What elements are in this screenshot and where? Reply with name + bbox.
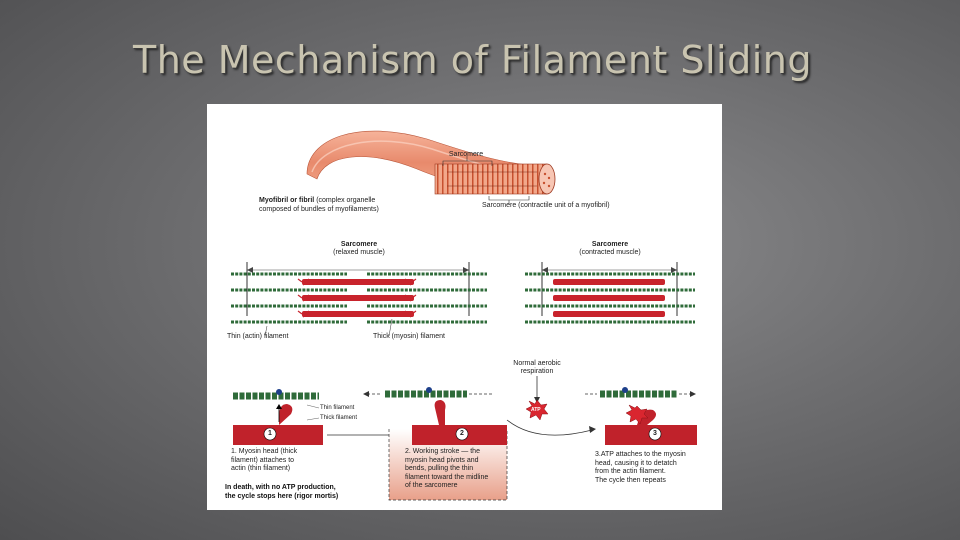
- rigor-mortis-note: In death, with no ATP production, the cy…: [225, 484, 338, 501]
- normal-aerobic-label-1: Normal aerobic: [513, 360, 561, 367]
- contracted-sarcomere: [525, 262, 695, 324]
- thin-filament-callout: Thin filament: [320, 405, 355, 411]
- thin-filament-label: Thin (actin) filament: [227, 333, 289, 340]
- sarcomere-caption: Sarcomere (contractile unit of a myofibr…: [482, 202, 610, 209]
- contracted-sub: (contracted muscle): [579, 249, 641, 256]
- slide-title: The Mechanism of Filament Sliding: [133, 38, 812, 82]
- relaxed-title: Sarcomere: [340, 241, 378, 248]
- thick-filament-label: Thick (myosin) filament: [373, 333, 445, 340]
- myofibril-label-rest-2: composed of bundles of myofilaments): [259, 205, 379, 213]
- relaxed-sarcomere: [231, 262, 487, 337]
- relaxed-sub: (relaxed muscle): [333, 249, 385, 256]
- step1-line: 1. Myosin head (thick: [231, 448, 298, 455]
- step3-line: 3.ATP attaches to the myosin: [595, 451, 686, 458]
- step1-line: filament) attaches to: [231, 456, 295, 464]
- step2-line: myosin head pivots and: [405, 456, 479, 464]
- step2-line: filament toward the midline: [405, 473, 489, 481]
- step3-number: 3: [653, 430, 657, 437]
- step1-line: actin (thin filament): [231, 465, 291, 472]
- step2-number: 2: [460, 430, 464, 437]
- rigor-mortis-line: In death, with no ATP production,: [225, 484, 336, 491]
- normal-aerobic-label-2: respiration: [520, 368, 554, 375]
- step2-line: of the sarcomere: [405, 482, 458, 489]
- cross-bridge-cycle: [233, 376, 697, 501]
- rigor-mortis-line: the cycle stops here (rigor mortis): [225, 492, 339, 500]
- atp-burst-label: ATP: [531, 407, 541, 413]
- step2-text: 2. Working stroke — the myosin head pivo…: [405, 448, 488, 491]
- thick-filament-callout: Thick filament: [320, 415, 358, 421]
- myofibril-label: Myofibril or fibril (complex organelle c…: [259, 197, 379, 214]
- step2-line: bends, pulling the thin: [405, 465, 474, 472]
- myofibril-label-rest-1: (complex organelle: [316, 197, 376, 204]
- step3-line: from the actin filament.: [595, 468, 666, 475]
- figure-artwork: [231, 130, 697, 501]
- step1-text: 1. Myosin head (thick filament) attaches…: [231, 448, 297, 474]
- step3-line: The cycle then repeats: [595, 476, 666, 484]
- step2-line: 2. Working stroke — the: [405, 448, 480, 455]
- step1-number: 1: [268, 430, 272, 437]
- contracted-title: Sarcomere: [591, 241, 629, 248]
- myofibril-illustration: [306, 130, 556, 204]
- filament-sliding-figure: Sarcomere Myofibril or fibril (complex o…: [207, 104, 722, 510]
- myofibril-label-bold: Myofibril or fibril: [259, 197, 315, 204]
- sarcomere-label: Sarcomere: [448, 151, 484, 158]
- step3-line: head, causing it to detatch: [595, 459, 677, 467]
- step3-text: 3.ATP attaches to the myosin head, causi…: [595, 451, 686, 485]
